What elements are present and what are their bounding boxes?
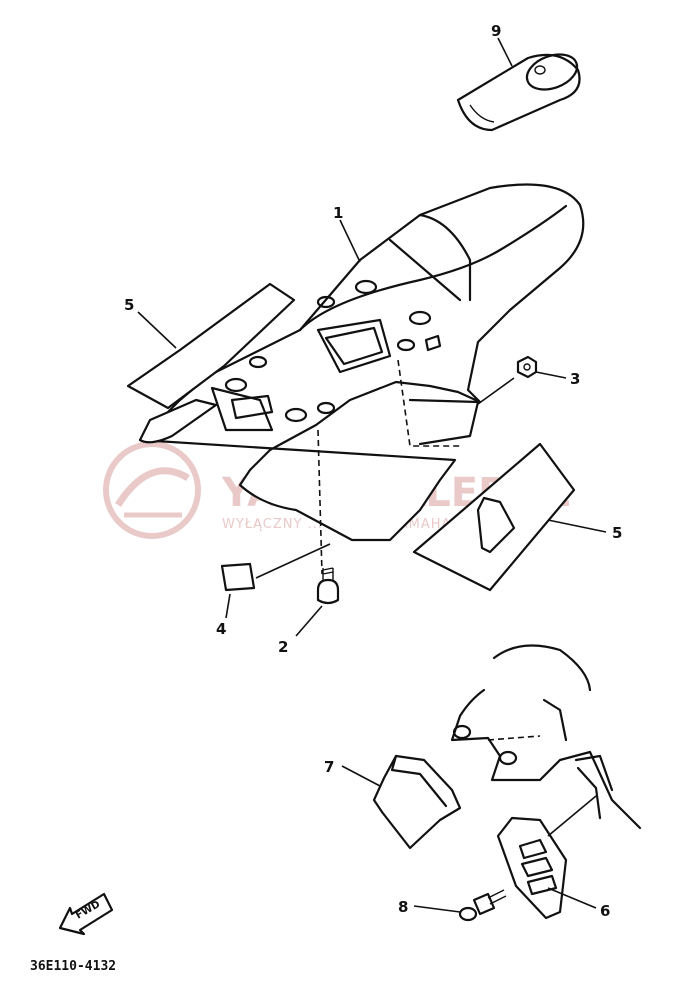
callout-6: 6 — [600, 902, 610, 920]
part-5-left-decal — [126, 282, 296, 410]
callout-7: 7 — [324, 758, 334, 776]
callout-5-right: 5 — [612, 524, 622, 542]
part-9-grip — [456, 37, 581, 132]
callout-1: 1 — [333, 204, 343, 222]
part-2-bolt — [295, 567, 340, 637]
watermark-logo-icon — [103, 441, 201, 539]
part-5-right-decal — [412, 442, 607, 592]
part-3-nut — [477, 355, 567, 405]
callout-3: 3 — [570, 370, 580, 388]
callout-5-left: 5 — [124, 296, 134, 314]
fwd-arrow-icon: FWD — [58, 892, 114, 936]
callout-2: 2 — [278, 638, 288, 656]
frame-section — [450, 644, 642, 830]
callout-9: 9 — [491, 22, 501, 40]
part-8-bolt — [413, 889, 507, 922]
part-4-pad — [220, 543, 331, 619]
diagram-code: 36E110-4132 — [30, 959, 116, 974]
callout-8: 8 — [398, 898, 408, 916]
part-6-cover — [496, 795, 597, 920]
part-7-guard — [341, 754, 462, 850]
callout-4: 4 — [216, 620, 226, 638]
part-1-rear-fender — [138, 183, 585, 542]
alignment-lines — [317, 359, 460, 575]
